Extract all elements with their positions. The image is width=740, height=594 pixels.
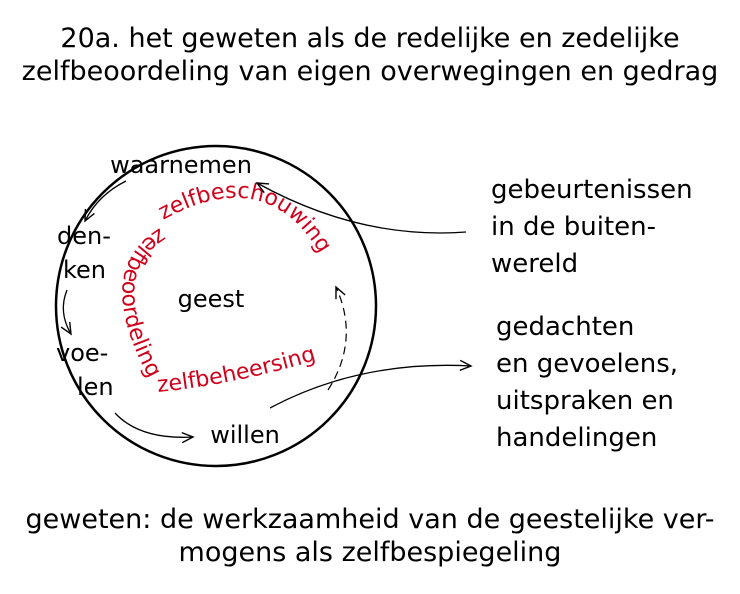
faculty-voelen-2: len: [77, 373, 114, 401]
outer-world-line-1: gebeurtenissen: [491, 175, 693, 205]
arc-label-zelfbeschouwing: zelfbeschouwing: [154, 179, 336, 258]
outer-world-label: gebeurtenissen in de buiten- wereld: [491, 172, 693, 283]
faculty-waarnemen: waarnemen: [110, 151, 252, 179]
arrow-willen-to-output: [269, 359, 473, 409]
arc-label-zelfbeheersing: zelfbeheersing: [156, 342, 318, 398]
faculty-willen: willen: [210, 421, 280, 449]
output-line-2: en gevoelens,: [496, 349, 679, 379]
faculty-voelen-1: voe-: [56, 339, 108, 367]
footer-caption: geweten: de werkzaamheid van de geesteli…: [0, 503, 740, 569]
output-label: gedachten en gevoelens, uitspraken en ha…: [496, 309, 678, 457]
faculty-denken-2: ken: [63, 256, 106, 284]
arrow-waarnemen-to-denken: [84, 180, 127, 223]
arc-label-zelfbeoordeling: zelfbeoordeling: [116, 223, 170, 382]
output-line-4: handelingen: [496, 423, 658, 453]
arrow-denken-to-voelen: [60, 289, 72, 336]
arrow-feedback-dashed: [327, 285, 347, 391]
page-title: 20a. het geweten als de redelijke en zed…: [0, 22, 740, 88]
faculty-denken-1: den-: [57, 222, 111, 250]
outer-world-line-3: wereld: [491, 249, 579, 279]
mind-circle: [54, 144, 378, 468]
footer-line-2: mogens als zelfbespiegeling: [178, 537, 562, 568]
outer-world-line-2: in de buiten-: [491, 212, 656, 242]
arrow-voelen-to-willen: [114, 412, 195, 444]
output-line-1: gedachten: [496, 312, 635, 342]
center-geest: geest: [178, 285, 245, 313]
title-line-2: zelfbeoordeling van eigen overwegingen e…: [21, 56, 719, 87]
footer-line-1: geweten: de werkzaamheid van de geesteli…: [25, 504, 715, 535]
title-line-1: 20a. het geweten als de redelijke en zed…: [60, 23, 680, 54]
arrow-outer-world-to-waarnemen: [255, 182, 467, 234]
output-line-3: uitspraken en: [496, 386, 674, 416]
